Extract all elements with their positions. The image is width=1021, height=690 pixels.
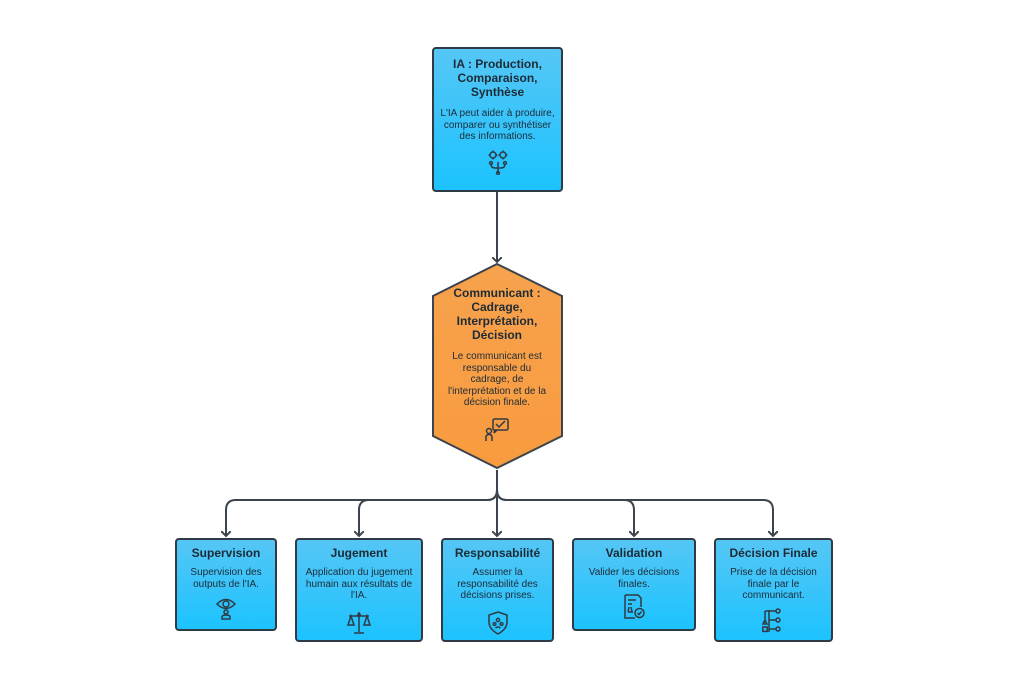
middle-node-title: Communicant : Cadrage, Interprétation, D… bbox=[453, 286, 541, 342]
shield-icon bbox=[487, 610, 508, 635]
person-checkmark-speech-icon bbox=[485, 417, 509, 441]
child-desc: Prise de la décision finale par le commu… bbox=[730, 567, 817, 601]
child-node-supervision: Supervision Supervision des outputs de l… bbox=[175, 538, 277, 631]
child-title: Validation bbox=[605, 546, 663, 560]
eye-person-icon bbox=[215, 598, 237, 620]
child-title: Supervision bbox=[191, 546, 261, 560]
child-title: Décision Finale bbox=[729, 546, 818, 560]
top-node-title: IA : Production, Comparaison, Synthèse bbox=[453, 57, 542, 99]
middle-node-shape bbox=[432, 262, 563, 470]
connector-jugement bbox=[359, 470, 498, 536]
document-check-icon bbox=[624, 594, 645, 619]
child-desc: Application du jugement humain aux résul… bbox=[305, 567, 413, 601]
top-node-desc: L'IA peut aider à produire, comparer ou … bbox=[440, 108, 555, 142]
child-title: Jugement bbox=[330, 546, 388, 560]
child-node-jugement: Jugement Application du jugement humain … bbox=[295, 538, 423, 642]
child-node-responsabilite: Responsabilité Assumer la responsabilité… bbox=[441, 538, 554, 642]
connector-validation bbox=[496, 470, 634, 536]
child-title: Responsabilité bbox=[454, 546, 541, 560]
child-desc: Supervision des outputs de l'IA. bbox=[190, 567, 262, 590]
top-node: IA : Production, Comparaison, Synthèse L… bbox=[432, 47, 563, 192]
connector-decision-finale bbox=[496, 470, 773, 536]
ai-gears-network-icon bbox=[488, 150, 507, 175]
child-desc: Valider les décisions finales. bbox=[588, 567, 680, 590]
middle-node-desc: Le communicant est responsable du cadrag… bbox=[447, 351, 547, 408]
scales-icon bbox=[346, 611, 372, 634]
middle-node: Communicant : Cadrage, Interprétation, D… bbox=[447, 286, 547, 443]
child-node-decision-finale: Décision Finale Prise de la décision fin… bbox=[714, 538, 833, 642]
child-desc: Assumer la responsabilité des décisions … bbox=[457, 567, 538, 601]
decision-tree-icon bbox=[761, 607, 781, 632]
child-node-validation: Validation Valider les décisions finales… bbox=[572, 538, 696, 631]
